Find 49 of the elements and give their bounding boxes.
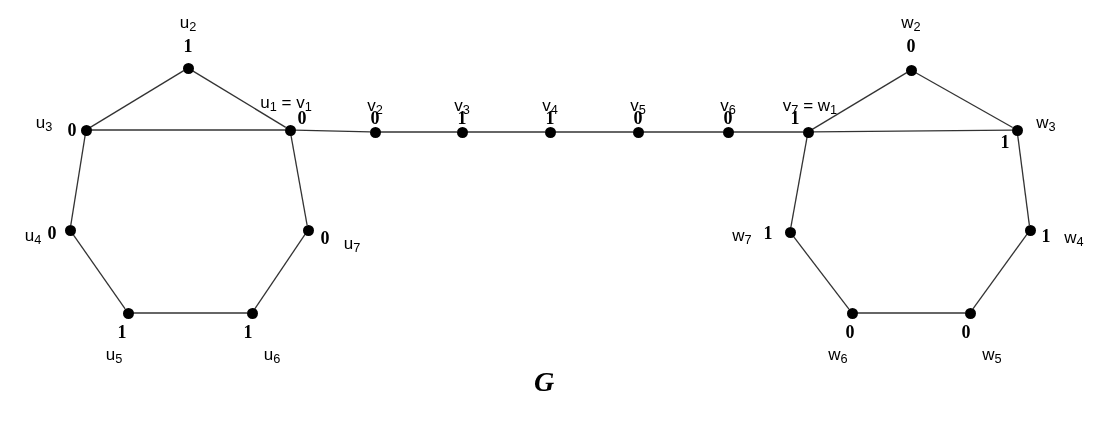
graph-edge <box>90 129 286 131</box>
vertex-label: u$_{5}$ <box>105 345 123 363</box>
graph-edge <box>379 131 458 133</box>
graph-edge <box>972 233 1028 310</box>
vertex-label: w$_{6}$ <box>828 345 848 363</box>
graph-edge <box>290 134 308 226</box>
graph-edge <box>294 129 371 133</box>
graph-edge <box>856 312 966 314</box>
vertex-label: u$_{6}$ <box>263 345 281 363</box>
vertex-label: u$_{3}$ <box>35 113 53 131</box>
vertex-label: u$_{7}$ <box>343 234 361 252</box>
vertex-label: w$_{4}$ <box>1064 228 1084 246</box>
vertex-value: 0 <box>320 229 330 247</box>
vertex-label: w$_{7}$ <box>732 226 752 244</box>
vertex-value: 1 <box>1041 227 1051 245</box>
graph-edge <box>70 134 86 226</box>
vertex-value: 1 <box>1000 133 1010 151</box>
graph-edge <box>812 129 1013 133</box>
vertex-label: w$_{2}$ <box>901 13 921 31</box>
vertex-value: 1 <box>243 323 253 341</box>
graph-edge <box>89 69 185 129</box>
graph-edge <box>642 131 724 133</box>
vertex-value: 1 <box>117 323 127 341</box>
graph-edge <box>254 233 306 310</box>
graph-edge <box>554 131 634 133</box>
graph-edge <box>914 71 1014 129</box>
graph-edge <box>792 235 850 310</box>
graph-edge <box>132 312 248 314</box>
graph-edge <box>72 233 126 310</box>
vertex-value: 0 <box>845 323 855 341</box>
graph-caption: G <box>534 368 555 396</box>
vertex-value: 1 <box>763 224 773 242</box>
vertex-value: 0 <box>906 37 916 55</box>
vertex-value: 0 <box>297 109 307 127</box>
vertex-value: 0 <box>961 323 971 341</box>
vertex-label: w$_{3}$ <box>1036 113 1056 131</box>
vertex-label: u$_{4}$ <box>24 226 42 244</box>
vertex-label: u$_{1}$ = v$_{1}$ <box>260 93 312 111</box>
graph-edge <box>191 69 287 129</box>
vertex-label: w$_{5}$ <box>982 345 1002 363</box>
graph-edge <box>466 131 546 133</box>
vertex-label: u$_{2}$ <box>179 13 197 31</box>
graph-edge <box>1017 134 1030 226</box>
graph-edge <box>790 136 808 228</box>
graph-edge <box>811 71 908 131</box>
vertex-value: 1 <box>183 37 193 55</box>
graph-edge <box>732 131 804 133</box>
vertex-value: 0 <box>47 224 57 242</box>
vertex-value: 0 <box>67 121 77 139</box>
